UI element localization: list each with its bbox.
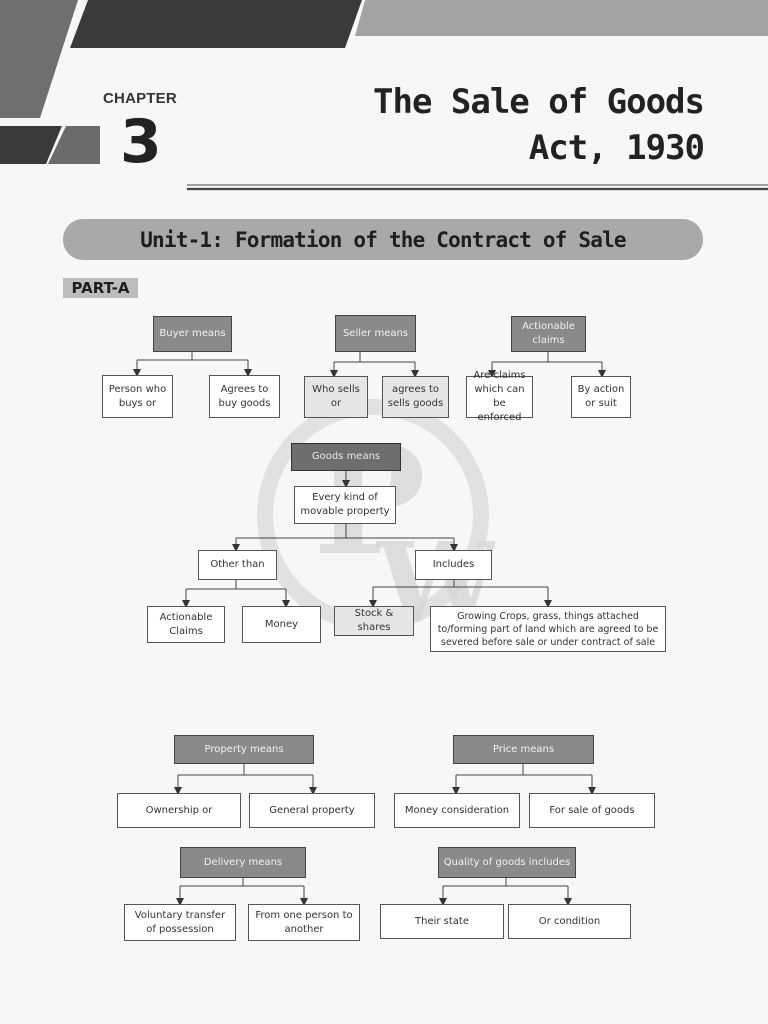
goods-means-box: Goods means: [291, 443, 401, 471]
actionable-claims-box: Actionable claims: [511, 316, 586, 352]
chapter-bar-right: [48, 126, 100, 164]
page-title-line-1: The Sale of Goods: [373, 82, 705, 122]
quality-child-1: Their state: [380, 904, 504, 939]
price-child-2: For sale of goods: [529, 793, 655, 828]
price-means-box: Price means: [453, 735, 594, 764]
header-bar-left: [0, 0, 78, 118]
other-than-box: Other than: [198, 550, 277, 580]
actionable-child-2: By action or suit: [571, 376, 631, 418]
chapter-bar-left: [0, 126, 62, 164]
seller-child-2: agrees to sells goods: [382, 376, 449, 418]
delivery-child-2: From one person to another: [248, 904, 360, 941]
chapter-number: 3: [120, 107, 162, 177]
growing-crops-box: Growing Crops, grass, things attached to…: [430, 606, 666, 652]
goods-actionable-claims-box: Actionable Claims: [147, 606, 225, 643]
price-child-1: Money consideration: [394, 793, 520, 828]
buyer-means-box: Buyer means: [153, 316, 232, 352]
unit-title: Unit-1: Formation of the Contract of Sal…: [140, 227, 626, 252]
actionable-child-1: Are claims which can be enforced: [466, 370, 533, 423]
page-title-line-2: Act, 1930: [528, 128, 705, 168]
header-bar-light: [355, 0, 768, 36]
property-means-box: Property means: [174, 735, 314, 764]
buyer-child-2: Agrees to buy goods: [209, 375, 280, 418]
buyer-child-1: Person who buys or: [102, 375, 173, 418]
unit-banner: Unit-1: Formation of the Contract of Sal…: [63, 219, 703, 260]
delivery-child-1: Voluntary transfer of possession: [124, 904, 236, 941]
part-label: PART-A: [63, 278, 138, 298]
quality-of-goods-box: Quality of goods includes: [438, 847, 576, 878]
seller-child-1: Who sells or: [304, 376, 368, 418]
stock-shares-box: Stock & shares: [334, 606, 414, 636]
chapter-label: CHAPTER: [103, 90, 177, 107]
header-decoration: [0, 0, 768, 191]
includes-box: Includes: [415, 550, 492, 580]
money-box: Money: [242, 606, 321, 643]
quality-child-2: Or condition: [508, 904, 631, 939]
seller-means-box: Seller means: [335, 315, 416, 352]
header-bar-dark: [70, 0, 362, 48]
property-child-2: General property: [249, 793, 375, 828]
delivery-means-box: Delivery means: [180, 847, 306, 878]
property-child-1: Ownership or: [117, 793, 241, 828]
movable-property-box: Every kind of movable property: [294, 486, 396, 524]
